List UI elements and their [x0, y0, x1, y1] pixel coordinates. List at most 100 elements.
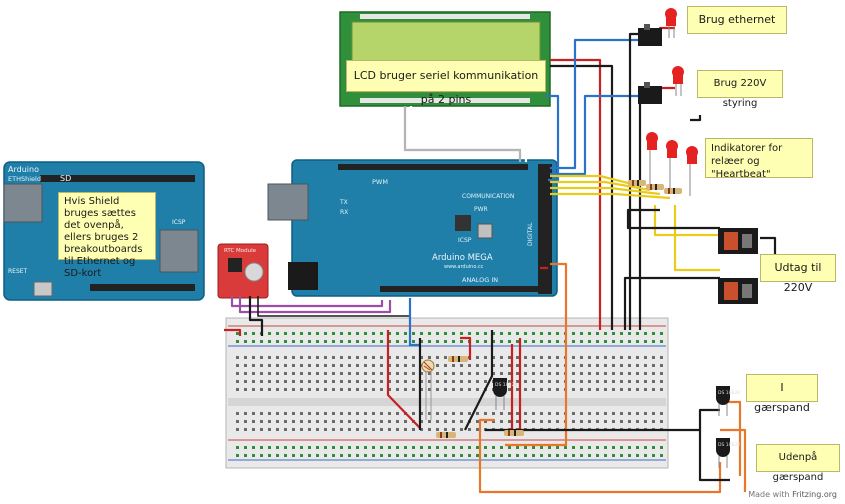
breadboard-hole — [484, 380, 487, 383]
breadboard-hole — [540, 388, 543, 391]
breadboard-hole — [316, 356, 319, 359]
breadboard-hole — [612, 446, 615, 449]
breadboard-hole — [508, 388, 511, 391]
breadboard-hole — [340, 454, 343, 457]
breadboard-hole — [324, 412, 327, 415]
breadboard-hole — [452, 388, 455, 391]
breadboard-hole — [516, 454, 519, 457]
breadboard-hole — [556, 446, 559, 449]
breadboard-hole — [524, 388, 527, 391]
breadboard-hole — [540, 446, 543, 449]
breadboard-hole — [644, 388, 647, 391]
breadboard-hole — [316, 372, 319, 375]
credit-brand: Fritzing.org — [792, 490, 837, 499]
breadboard-hole — [380, 356, 383, 359]
breadboard-hole — [388, 340, 391, 343]
breadboard-hole — [236, 388, 239, 391]
breadboard-hole — [532, 446, 535, 449]
mega-rx: RX — [340, 209, 348, 216]
breadboard-hole — [268, 356, 271, 359]
breadboard-hole — [388, 356, 391, 359]
breadboard-hole — [268, 446, 271, 449]
breadboard-hole — [284, 454, 287, 457]
breadboard-hole — [452, 380, 455, 383]
breadboard-hole — [596, 332, 599, 335]
breadboard-hole — [508, 446, 511, 449]
note-styring: Brug 220V styring — [697, 70, 783, 109]
breadboard-hole — [372, 340, 375, 343]
breadboard-hole — [372, 420, 375, 423]
breadboard-hole — [516, 332, 519, 335]
breadboard-hole — [348, 372, 351, 375]
breadboard-hole — [316, 364, 319, 367]
breadboard-hole — [268, 388, 271, 391]
breadboard-hole — [556, 380, 559, 383]
breadboard-hole — [260, 380, 263, 383]
breadboard-hole — [540, 364, 543, 367]
breadboard-hole — [260, 364, 263, 367]
breadboard-hole — [500, 372, 503, 375]
breadboard-hole — [476, 428, 479, 431]
breadboard-hole — [452, 332, 455, 335]
breadboard-hole — [436, 372, 439, 375]
breadboard-hole — [644, 420, 647, 423]
breadboard-hole — [540, 412, 543, 415]
breadboard-hole — [324, 446, 327, 449]
breadboard-hole — [444, 332, 447, 335]
breadboard-hole — [356, 446, 359, 449]
breadboard-hole — [556, 332, 559, 335]
breadboard-hole — [420, 364, 423, 367]
breadboard-hole — [252, 412, 255, 415]
breadboard-hole — [324, 356, 327, 359]
breadboard-hole — [484, 454, 487, 457]
breadboard-hole — [532, 356, 535, 359]
breadboard-hole — [428, 412, 431, 415]
breadboard-hole — [588, 454, 591, 457]
breadboard-hole — [244, 420, 247, 423]
mega-comm: COMMUNICATION — [462, 193, 514, 200]
breadboard-hole — [412, 380, 415, 383]
breadboard-hole — [500, 356, 503, 359]
breadboard-hole — [372, 412, 375, 415]
breadboard-hole — [356, 420, 359, 423]
breadboard-hole — [476, 412, 479, 415]
breadboard-hole — [316, 380, 319, 383]
breadboard-hole — [420, 454, 423, 457]
breadboard-hole — [492, 420, 495, 423]
breadboard-hole — [580, 356, 583, 359]
breadboard-hole — [652, 380, 655, 383]
breadboard-hole — [604, 388, 607, 391]
breadboard-hole — [420, 340, 423, 343]
breadboard-hole — [260, 356, 263, 359]
breadboard-hole — [644, 380, 647, 383]
breadboard-hole — [340, 412, 343, 415]
breadboard-hole — [620, 412, 623, 415]
breadboard-hole — [572, 356, 575, 359]
breadboard-hole — [324, 340, 327, 343]
breadboard-hole — [252, 428, 255, 431]
breadboard-hole — [340, 356, 343, 359]
breadboard-hole — [292, 412, 295, 415]
breadboard-hole — [236, 454, 239, 457]
breadboard-hole — [476, 332, 479, 335]
breadboard-hole — [580, 388, 583, 391]
breadboard-hole — [588, 446, 591, 449]
shield-reset: RESET — [8, 268, 28, 275]
breadboard-hole — [484, 332, 487, 335]
breadboard-hole — [412, 356, 415, 359]
mega-brand: Arduino MEGA — [432, 253, 493, 263]
resistor-4 — [448, 356, 468, 362]
breadboard-hole — [276, 446, 279, 449]
breadboard-hole — [548, 340, 551, 343]
breadboard-hole — [284, 428, 287, 431]
breadboard-hole — [324, 388, 327, 391]
breadboard-hole — [508, 364, 511, 367]
breadboard-hole — [436, 332, 439, 335]
mega-tx: TX — [339, 199, 348, 206]
breadboard-hole — [364, 388, 367, 391]
breadboard-hole — [252, 340, 255, 343]
breadboard-hole — [284, 446, 287, 449]
breadboard-hole — [236, 412, 239, 415]
breadboard-hole — [476, 380, 479, 383]
breadboard-hole — [244, 412, 247, 415]
